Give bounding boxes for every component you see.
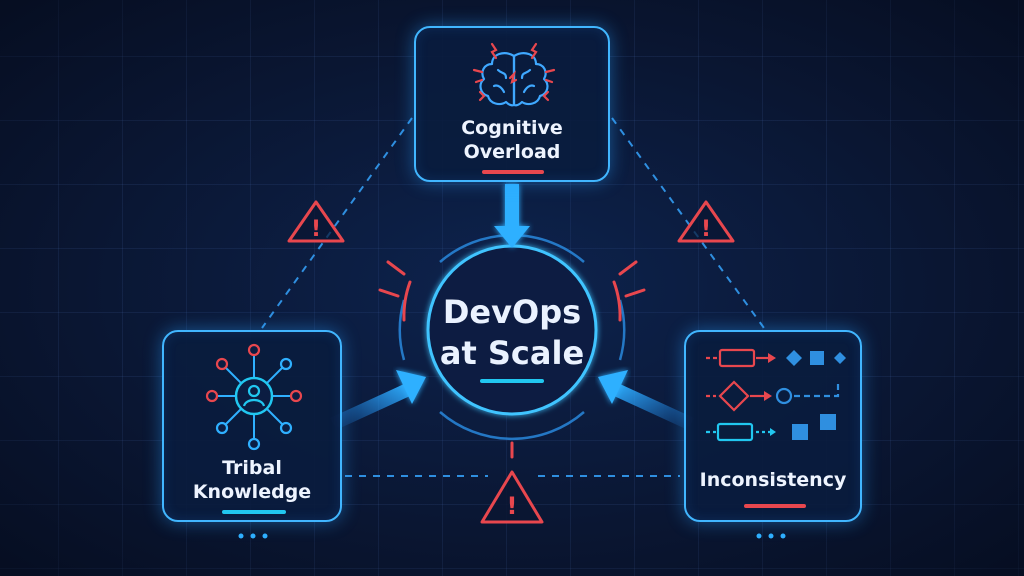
node-tribal-knowledge: Tribal Knowledge	[162, 330, 342, 522]
arrow-right-to-center	[598, 370, 694, 430]
node-title-line2: Knowledge	[192, 481, 312, 503]
svg-text:!: !	[311, 217, 321, 242]
network-person-icon	[205, 343, 303, 451]
tension-marks-left	[378, 260, 412, 322]
node-title-line2: Overload	[463, 141, 561, 163]
arrow-left-to-center	[330, 370, 426, 430]
arrow-top-to-center	[494, 184, 530, 248]
node-cognitive-overload: Cognitive Overload	[414, 26, 610, 182]
outer-ring-arc-left	[398, 299, 406, 361]
node-title-line1: Cognitive	[461, 117, 563, 139]
warning-triangle-icon	[677, 200, 735, 243]
edge-top-right	[611, 117, 765, 329]
node-title-line1: Tribal	[222, 457, 282, 479]
center-title-line2: at Scale	[439, 334, 585, 372]
outer-ring-arc-bottom	[439, 411, 585, 441]
svg-text:!: !	[507, 492, 518, 520]
outer-ring-arc-right	[618, 299, 626, 361]
inconsistent-flow-icon	[706, 348, 846, 442]
more-dots-left	[238, 533, 268, 539]
more-dots-right	[756, 533, 786, 539]
tension-marks-right	[612, 260, 646, 322]
warning-triangle-icon	[480, 470, 544, 524]
svg-text:!: !	[701, 217, 711, 242]
brain-icon	[472, 42, 556, 107]
edge-top-left	[261, 117, 413, 329]
node-inconsistency: Inconsistency	[684, 330, 862, 522]
warning-triangle-icon	[287, 200, 345, 243]
node-title: Inconsistency	[699, 469, 847, 491]
node-underline	[744, 504, 806, 508]
center-title-line1: DevOps	[442, 293, 582, 331]
node-underline	[482, 170, 544, 174]
node-underline	[222, 510, 286, 514]
